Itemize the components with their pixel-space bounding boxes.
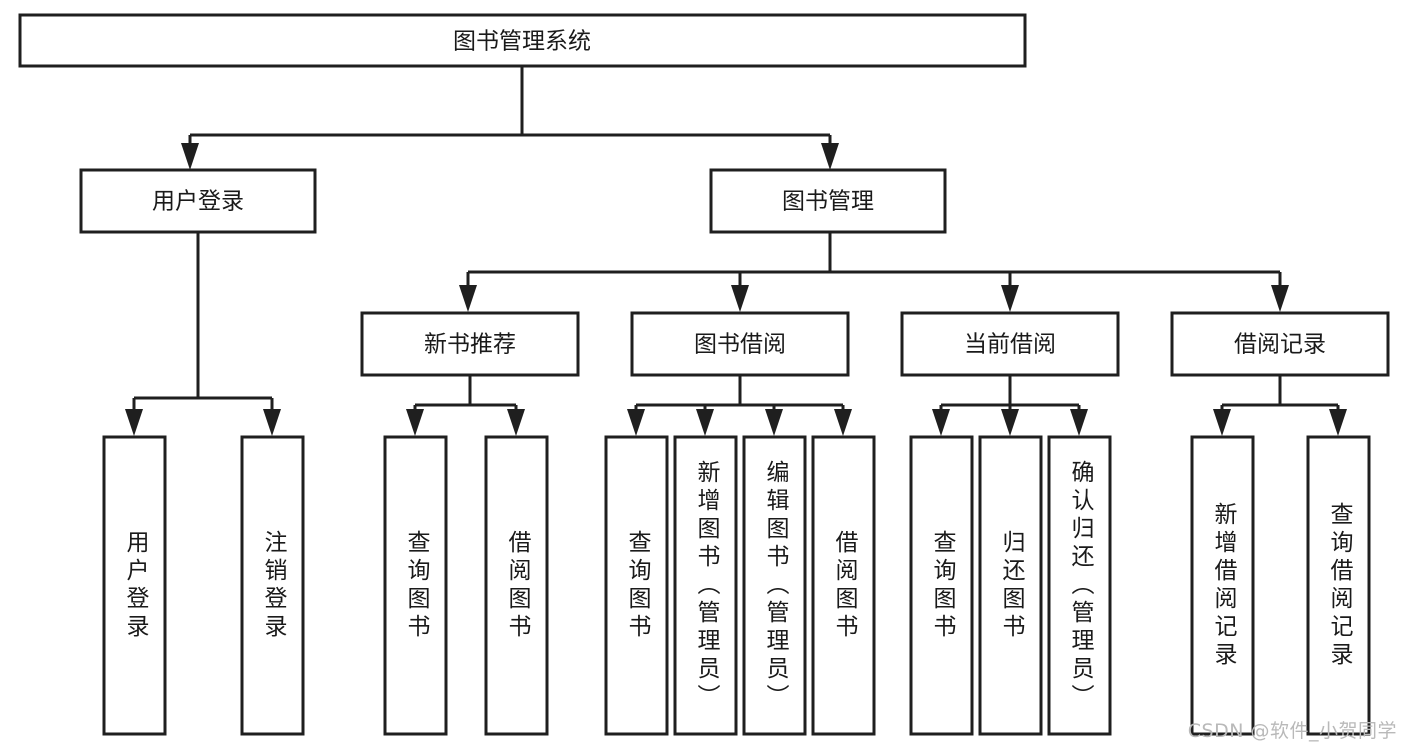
connector-group-new-book-leaves: [406, 375, 525, 436]
connector-group-book-mgmt: [459, 232, 1289, 312]
leaf-box-user-login-0[interactable]: [102, 435, 167, 736]
leaf-box-new-book-1[interactable]: [484, 435, 549, 736]
node-user-login-label: 用户登录: [152, 189, 244, 215]
leaf-box-borrow-records-0[interactable]: [1190, 435, 1255, 736]
node-root-label: 图书管理系统: [453, 29, 591, 55]
arrow-head-current-borrow: [1001, 285, 1019, 312]
arrow-head-book-borrow: [731, 285, 749, 312]
leaf-box-new-book-0[interactable]: [383, 435, 448, 736]
node-current-borrow-label: 当前借阅: [964, 332, 1056, 358]
arrow-head-book-borrow-leaf-0: [627, 409, 645, 436]
node-user-login[interactable]: 用户登录: [79, 168, 317, 234]
arrow-head-book-borrow-leaf-3: [834, 409, 852, 436]
connector-group-current-borrow-leaves: [932, 375, 1088, 436]
node-book-management-label: 图书管理: [782, 189, 874, 215]
connector-group-user-login-leaves: [125, 232, 281, 436]
arrow-head-borrow-records: [1271, 285, 1289, 312]
arrow-head-book-mgmt: [821, 143, 839, 170]
arrow-head-current-borrow-leaf-0: [932, 409, 950, 436]
leaf-box-book-borrow-0[interactable]: [604, 435, 669, 736]
node-book-borrow-box[interactable]: [630, 311, 850, 377]
node-book-management-box[interactable]: [709, 168, 947, 234]
connector-group-borrow-records-leaves: [1213, 375, 1347, 436]
node-current-borrow[interactable]: 当前借阅: [900, 311, 1120, 377]
arrow-head-new-book-leaf-0: [406, 409, 424, 436]
arrow-head-book-borrow-leaf-1: [696, 409, 714, 436]
leaf-box-current-borrow-1[interactable]: [978, 435, 1043, 736]
arrow-head-user-login-leaf-0: [125, 409, 143, 436]
connector-group-book-borrow-leaves: [627, 375, 852, 436]
node-root-book-management-system[interactable]: 图书管理系统: [18, 13, 1027, 68]
arrow-head-current-borrow-leaf-2: [1070, 409, 1088, 436]
leaf-box-current-borrow-2[interactable]: [1047, 435, 1112, 736]
node-new-book-recommend-label: 新书推荐: [424, 332, 516, 358]
leaf-box-borrow-records-1[interactable]: [1306, 435, 1371, 736]
leaf-box-user-login-1[interactable]: [240, 435, 305, 736]
node-user-login-box[interactable]: [79, 168, 317, 234]
node-book-management[interactable]: 图书管理: [709, 168, 947, 234]
node-borrow-records[interactable]: 借阅记录: [1170, 311, 1390, 377]
node-borrow-records-box[interactable]: [1170, 311, 1390, 377]
arrow-head-new-book: [459, 285, 477, 312]
arrow-head-new-book-leaf-1: [507, 409, 525, 436]
leaf-box-current-borrow-0[interactable]: [909, 435, 974, 736]
arrow-head-current-borrow-leaf-1: [1001, 409, 1019, 436]
leaf-box-book-borrow-2[interactable]: [742, 435, 807, 736]
leaf-box-book-borrow-3[interactable]: [811, 435, 876, 736]
arrow-head-user-login: [181, 143, 199, 170]
node-root-box[interactable]: [18, 13, 1027, 68]
node-new-book-recommend-box[interactable]: [360, 311, 580, 377]
node-borrow-records-label: 借阅记录: [1234, 332, 1326, 358]
csdn-watermark: CSDN @软件_小贺同学: [1187, 720, 1397, 742]
arrow-head-book-borrow-leaf-2: [765, 409, 783, 436]
node-book-borrow[interactable]: 图书借阅: [630, 311, 850, 377]
arrow-head-borrow-records-leaf-0: [1213, 409, 1231, 436]
connector-group-root: [181, 66, 839, 170]
node-book-borrow-label: 图书借阅: [694, 332, 786, 358]
leaf-box-book-borrow-1[interactable]: [673, 435, 738, 736]
node-current-borrow-box[interactable]: [900, 311, 1120, 377]
arrow-head-borrow-records-leaf-1: [1329, 409, 1347, 436]
node-new-book-recommend[interactable]: 新书推荐: [360, 311, 580, 377]
arrow-head-user-login-leaf-1: [263, 409, 281, 436]
